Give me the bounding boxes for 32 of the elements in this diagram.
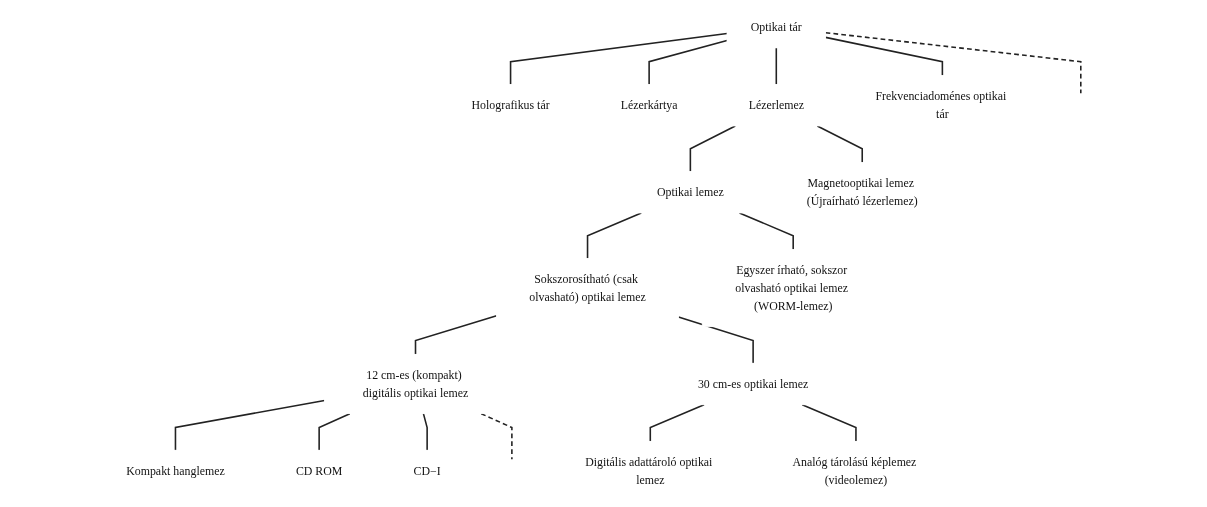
- node-text: Frekvenciadoménes optikai tár: [875, 89, 1007, 121]
- connector: [677, 316, 754, 365]
- node-text: Analóg tárolású képlemez (videolemez): [792, 455, 917, 487]
- node-text: Holografikus tár: [471, 98, 550, 112]
- node-text: 12 cm-es (kompakt) digitális optikai lemez: [362, 368, 469, 400]
- connector: [480, 412, 513, 460]
- connector: [689, 125, 737, 173]
- node-text: Kompakt hanglemez: [126, 464, 225, 478]
- connector: [816, 125, 863, 164]
- connector: [738, 212, 794, 251]
- node-text: Optikai tár: [750, 20, 802, 34]
- connector: [824, 31, 1082, 95]
- connector: [824, 36, 944, 77]
- connector: [414, 315, 498, 356]
- connector: [174, 399, 326, 452]
- connector: [422, 412, 428, 452]
- node-text: CD ROM: [295, 464, 343, 478]
- node-text: Digitális adattároló optikai lemez: [585, 455, 713, 487]
- connector: [648, 39, 728, 86]
- node-text: Sokszorosítható (csak olvasható) optikai lemez: [529, 272, 646, 304]
- node-text: Egyszer írható, sokszor olvasható optikai lemez (WORM-lemez): [735, 263, 849, 313]
- connector: [775, 47, 778, 86]
- connector: [586, 212, 643, 260]
- node-text: Lézerkártya: [620, 98, 678, 112]
- connector: [649, 403, 705, 443]
- connector: [509, 32, 728, 86]
- connector: [801, 403, 857, 443]
- node-text: CD−I: [413, 464, 441, 478]
- node-text: Lézerlemez: [748, 98, 804, 112]
- node-text: 30 cm-es optikai lemez: [697, 377, 809, 391]
- node-text: Magnetooptikai lemez (Újraírható lézerlemez): [806, 176, 918, 208]
- node-text: Optikai lemez: [656, 185, 724, 199]
